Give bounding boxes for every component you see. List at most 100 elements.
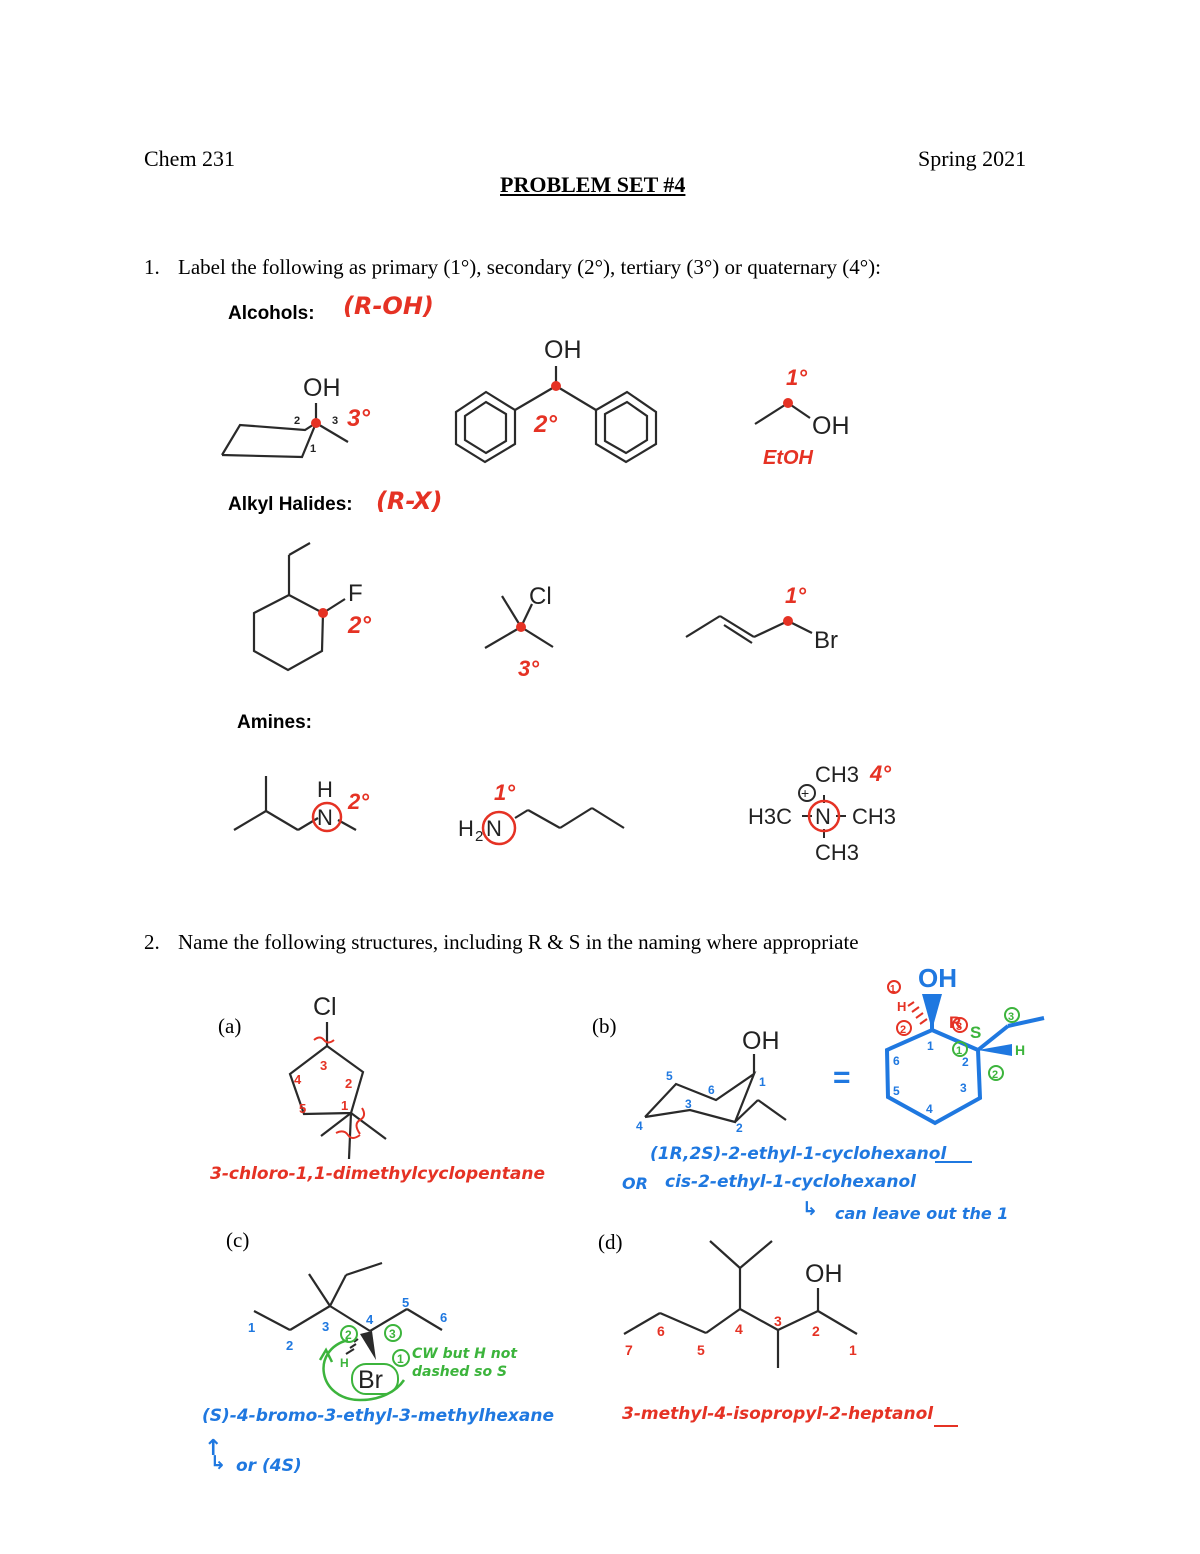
- alc2-dot: [551, 381, 561, 391]
- alc1-num-2: 2: [294, 415, 300, 427]
- am2-h: H: [458, 816, 474, 841]
- b-num-4: 4: [636, 1119, 643, 1133]
- halide-crotyl-bromide: [685, 615, 813, 644]
- alcohol-ethanol: [754, 402, 811, 425]
- hal1-label: 2°: [347, 612, 371, 639]
- alc3-name: EtOH: [763, 447, 814, 469]
- answer-c: (S)-4-bromo-3-ethyl-3-methylhexane: [202, 1406, 554, 1426]
- amine-secondary: [233, 776, 357, 831]
- answer-b-or: OR: [622, 1174, 648, 1193]
- b-ring-num-4: 4: [926, 1102, 933, 1116]
- b-group: OH: [742, 1027, 780, 1055]
- part-a-tag: (a): [218, 1014, 242, 1038]
- answer-d: 3-methyl-4-isopropyl-2-heptanol: [622, 1404, 934, 1424]
- structure-d: [623, 1240, 858, 1368]
- b-wedge-oh: [922, 994, 942, 1030]
- d-num-6: 6: [657, 1323, 665, 1339]
- b-num-1: 1: [759, 1075, 766, 1089]
- structure-a: [288, 1022, 387, 1160]
- am2-label: 1°: [494, 780, 515, 805]
- c-arrowhead: [318, 1347, 334, 1363]
- b-prio-right-1: 1: [956, 1045, 962, 1057]
- c-prio-3: 3: [389, 1327, 396, 1341]
- part-c-tag: (c): [226, 1228, 250, 1252]
- c-num-2: 2: [286, 1338, 293, 1353]
- am3-n: N: [815, 804, 831, 829]
- b-ring-h: H: [1015, 1042, 1025, 1058]
- b-ring-num-1: 1: [927, 1039, 934, 1053]
- b-dash-h: [907, 1001, 928, 1025]
- arrow-b-note: ↳: [802, 1198, 818, 1220]
- arrow-c-note: ↑: [204, 1436, 223, 1461]
- alc3-group: OH: [812, 412, 850, 440]
- hal2-group: Cl: [529, 583, 552, 610]
- d-num-4: 4: [735, 1321, 743, 1337]
- c-wedge: [360, 1331, 376, 1360]
- alcohol-cyclohexanol: [221, 403, 349, 459]
- b-ring-h-left: H: [897, 999, 906, 1014]
- am3-bottom: CH3: [815, 840, 859, 865]
- structure-c: [253, 1261, 443, 1332]
- hal1-group: F: [348, 580, 363, 607]
- alcohol-diphenylmethanol: [454, 366, 658, 464]
- halide-fluorocyclohexane: [252, 542, 346, 672]
- b-priority-circles: [887, 980, 1020, 1081]
- c-prio-1: 1: [397, 1352, 404, 1366]
- a-num-5: 5: [299, 1101, 306, 1116]
- part-d-tag: (d): [598, 1230, 623, 1254]
- b-equals: =: [833, 1061, 851, 1094]
- alc1-group: OH: [303, 374, 341, 402]
- a-group: Cl: [313, 993, 337, 1021]
- b-prio-left-3: 3: [956, 1021, 962, 1033]
- amines-heading: Amines:: [237, 712, 312, 733]
- b-num-5: 5: [666, 1069, 673, 1083]
- am2-circle: [481, 810, 517, 846]
- c-num-3: 3: [322, 1319, 329, 1334]
- hal2-label: 3°: [518, 656, 539, 681]
- am3-top: CH3: [815, 762, 859, 787]
- q1-prompt: Label the following as primary (1°), sec…: [178, 255, 881, 279]
- c-num-6: 6: [440, 1310, 447, 1325]
- note-c-line2: dashed so S: [412, 1364, 508, 1380]
- hal3-dot: [783, 616, 793, 626]
- alc2-label: 2°: [533, 411, 557, 438]
- c-priority-circles: [340, 1324, 410, 1367]
- b-ring-num-3: 3: [960, 1081, 967, 1095]
- am3-right: CH3: [852, 804, 896, 829]
- c-dash: [345, 1338, 359, 1355]
- d-num-5: 5: [697, 1342, 705, 1358]
- c-prio-2: 2: [345, 1328, 352, 1342]
- a-num-4: 4: [294, 1072, 302, 1087]
- am1-circle: [311, 801, 343, 833]
- b-prio-left-2: 2: [900, 1024, 906, 1036]
- am3-label: 4°: [869, 761, 891, 786]
- alc1-num-1: 1: [310, 443, 316, 455]
- answer-c-alt: or (4S): [236, 1456, 302, 1476]
- a-bond-mark-3: [335, 1130, 361, 1139]
- b-prio-left-1: 1: [890, 984, 896, 995]
- alc2-group: OH: [544, 336, 582, 364]
- b-ring-group: OH: [918, 963, 957, 993]
- c-num-5: 5: [402, 1295, 409, 1310]
- alc3-label: 1°: [786, 365, 807, 390]
- b-num-3: 3: [685, 1097, 692, 1111]
- amine-primary: [514, 807, 625, 829]
- hal1-dot: [318, 608, 328, 618]
- halides-note: (R-X): [376, 487, 443, 515]
- c-h: H: [340, 1356, 349, 1370]
- am1-h: H: [317, 777, 333, 802]
- halide-tert-butyl-chloride: [484, 595, 554, 649]
- answer-b-alt: cis-2-ethyl-1-cyclohexanol: [665, 1172, 916, 1192]
- q2-number: 2.: [144, 930, 160, 954]
- am3-left: H3C: [748, 804, 792, 829]
- alc1-num-3: 3: [332, 415, 338, 427]
- b-prio-right-2: 2: [992, 1069, 998, 1081]
- b-ring-s: S: [970, 1023, 981, 1042]
- term-label: Spring 2021: [918, 146, 1027, 171]
- alcohols-heading: Alcohols:: [228, 303, 315, 324]
- alc1-dot: [311, 418, 321, 428]
- halides-heading: Alkyl Halides:: [228, 494, 353, 515]
- b-ring-num-2: 2: [962, 1055, 969, 1069]
